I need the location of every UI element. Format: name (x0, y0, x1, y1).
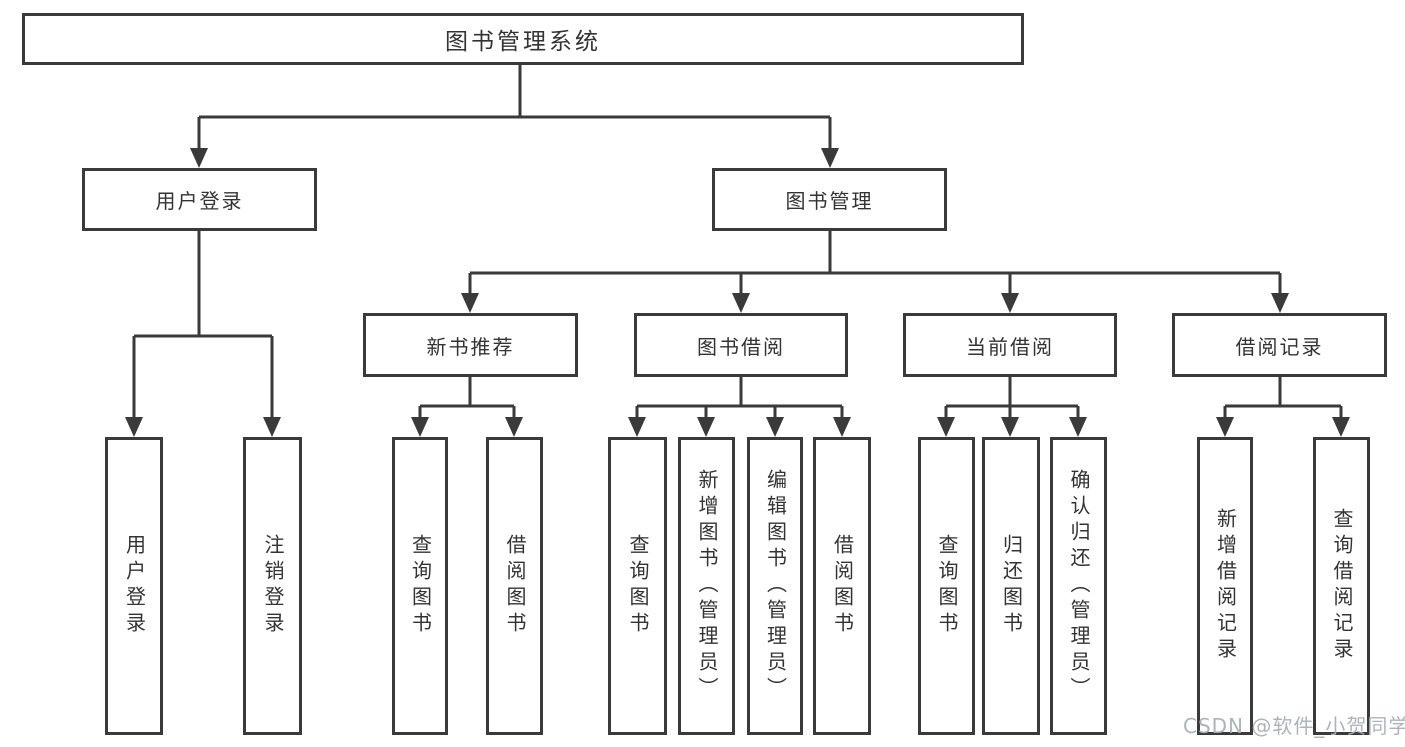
node-label: 借阅图书 (503, 534, 527, 638)
leaf-query-borrow-record: 查询借阅记录 (1313, 437, 1370, 735)
leaf-user-login: 用户登录 (105, 437, 163, 735)
node-label: 借阅记录 (1235, 334, 1324, 359)
node-borrow-records: 借阅记录 (1172, 313, 1387, 377)
leaf-logout: 注销登录 (243, 437, 302, 735)
node-label: 图书管理 (785, 189, 874, 213)
node-label: 编辑图书（管理员） (763, 469, 788, 703)
node-label: 新增借阅记录 (1213, 508, 1238, 664)
node-root-system: 图书管理系统 (22, 13, 1024, 65)
leaf-edit-book-admin: 编辑图书（管理员） (747, 437, 803, 735)
node-label: 借阅图书 (830, 534, 855, 638)
node-current-borrow: 当前借阅 (903, 313, 1117, 377)
node-label: 查询图书 (935, 534, 959, 638)
elbow-lines (132, 65, 1343, 419)
node-user-login: 用户登录 (82, 168, 317, 231)
node-label: 新书推荐 (426, 334, 515, 359)
node-label: 图书借阅 (697, 334, 785, 359)
node-label: 确认归还（管理员） (1067, 469, 1091, 703)
leaf-query-books-recommend: 查询图书 (392, 437, 448, 735)
leaf-add-book-admin: 新增图书（管理员） (678, 437, 735, 735)
node-label: 查询图书 (408, 534, 433, 638)
node-label: 用户登录 (155, 189, 244, 213)
leaf-borrow-books: 借阅图书 (813, 437, 871, 735)
leaf-return-books: 归还图书 (982, 437, 1040, 735)
leaf-query-books-current: 查询图书 (918, 437, 975, 735)
leaf-borrow-books-recommend: 借阅图书 (486, 437, 543, 735)
node-book-borrow: 图书借阅 (634, 313, 848, 377)
node-label: 归还图书 (999, 534, 1024, 638)
node-label: 用户登录 (122, 534, 147, 638)
node-label: 查询借阅记录 (1330, 508, 1354, 664)
node-label: 注销登录 (261, 534, 285, 638)
node-label: 图书管理系统 (445, 29, 601, 55)
node-label: 查询图书 (626, 534, 650, 638)
node-label: 新增图书（管理员） (695, 469, 719, 703)
node-book-management: 图书管理 (712, 168, 947, 231)
node-label: 当前借阅 (966, 334, 1054, 359)
leaf-query-books-borrow: 查询图书 (608, 437, 667, 735)
leaf-add-borrow-record: 新增借阅记录 (1197, 437, 1253, 735)
csdn-watermark: CSDN @软件_小贺同学 (1183, 714, 1405, 738)
node-new-book-recommend: 新书推荐 (363, 313, 578, 377)
leaf-confirm-return-admin: 确认归还（管理员） (1050, 437, 1107, 735)
